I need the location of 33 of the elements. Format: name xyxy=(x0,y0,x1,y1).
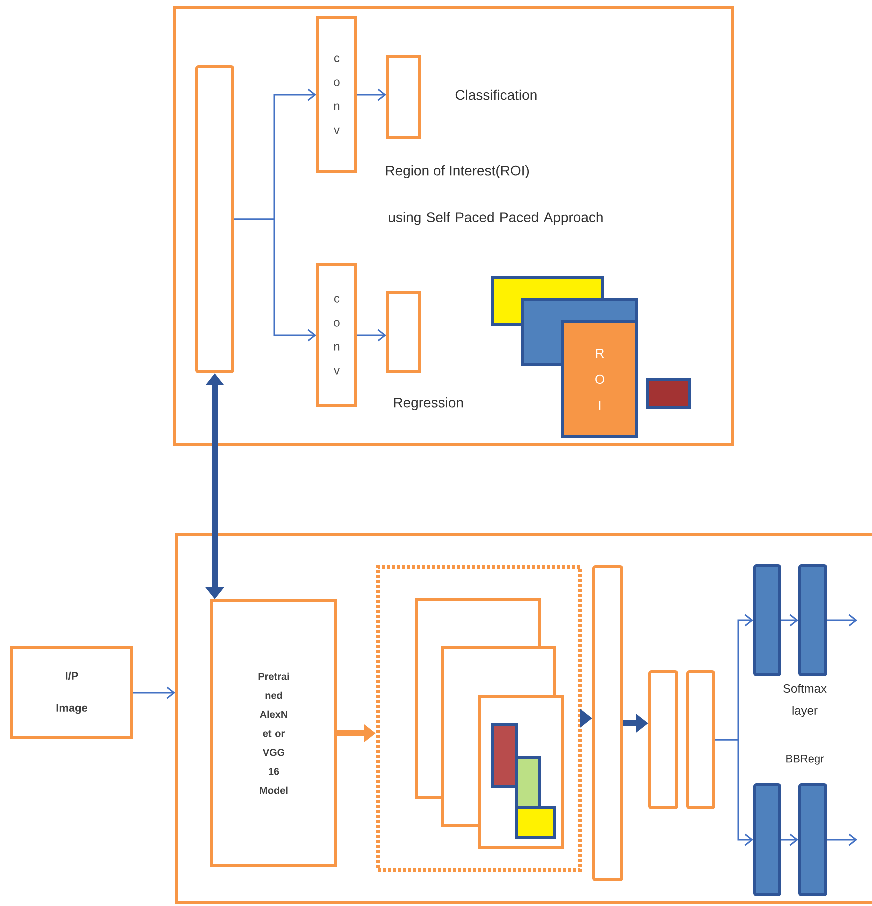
text-label: Regression xyxy=(394,397,464,411)
panel-box xyxy=(174,6,734,446)
layer-bar xyxy=(196,66,234,374)
layer-bar xyxy=(754,784,782,896)
roi-box: R O I xyxy=(562,320,638,438)
layer-box xyxy=(386,292,422,374)
conv-box: c o n v xyxy=(316,264,358,408)
layer-box xyxy=(386,56,422,140)
layer-bar xyxy=(754,564,782,676)
text-label: Softmax layer xyxy=(784,684,827,718)
arrow xyxy=(782,834,798,846)
arrow xyxy=(828,834,858,846)
text-label: BBRegr xyxy=(786,755,824,765)
arrow xyxy=(134,686,176,700)
layer-bar xyxy=(592,566,624,882)
arrow xyxy=(234,218,316,342)
panel-box xyxy=(176,534,872,904)
arrow xyxy=(358,329,386,342)
layer-bar xyxy=(798,564,828,676)
arrow xyxy=(358,88,386,102)
arrow xyxy=(782,614,798,627)
layer-bar xyxy=(686,670,716,810)
input-box: I/P Image xyxy=(10,646,134,740)
text-label: using Self Paced Paced Approach xyxy=(389,212,603,226)
arrow xyxy=(828,614,858,627)
model-box: Pretrai ned AlexN et or VGG 16 Model xyxy=(210,600,338,868)
conv-box: c o n v xyxy=(316,16,358,174)
layer-bar xyxy=(798,784,828,896)
text-label: Region of Interest(ROI) xyxy=(386,165,530,179)
layer-bar xyxy=(648,670,678,810)
dotted-box xyxy=(376,565,582,872)
text-label: Classification xyxy=(456,90,537,100)
arrow xyxy=(716,739,754,846)
